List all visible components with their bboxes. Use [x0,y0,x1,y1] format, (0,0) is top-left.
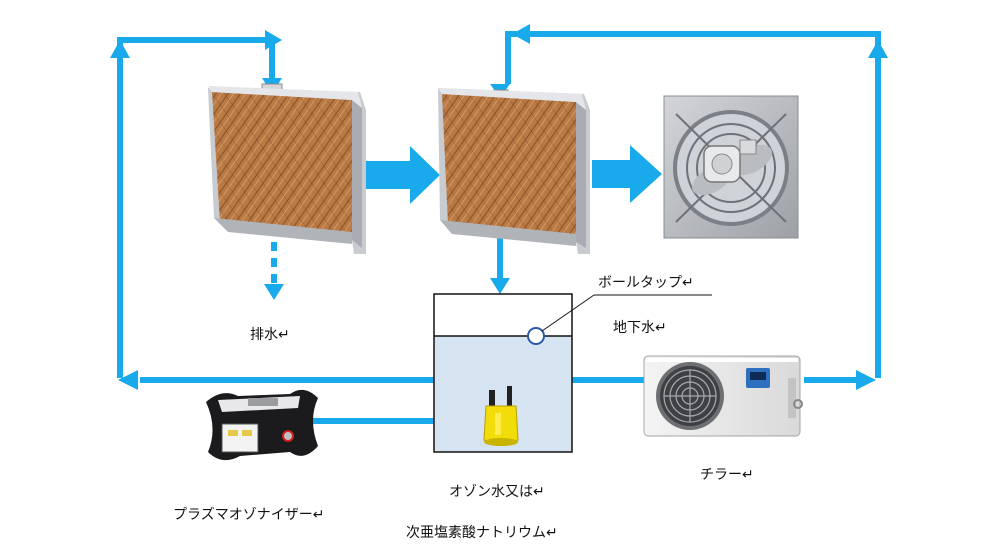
chiller-unit-icon [643,355,803,437]
airflow-arrows [366,145,662,204]
arrowhead-down-tank [490,278,510,294]
arrowhead-up-right [868,40,888,58]
airflow-arrow-2 [592,145,662,203]
ball-tap-float [527,327,545,345]
arrowhead-right-chiller [856,370,876,390]
arrowhead-top-left [265,30,282,50]
arrowhead-up-left [110,40,130,58]
cooling-pad-icon [208,83,366,254]
water-type-label-1: オゾン水又は↵ [449,484,545,500]
return-line-right [505,31,881,378]
drain-label: 排水↵ [250,327,290,343]
groundwater-label: 地下水↵ [613,320,667,336]
ozonizer-label: プラズマオゾナイザー↵ [173,507,325,523]
cooling-pad-icon [438,88,590,254]
arrowhead-top-right-left [512,24,530,44]
ozonizer-icon [206,389,318,461]
tank-outline [433,293,573,453]
arrowhead-left-bottom [118,370,138,390]
submersible-pump-icon [483,386,519,446]
ball-tap-leader [541,294,595,332]
ball-tap-label: ボールタップ↵ [598,275,694,291]
arrowhead-drain [264,284,284,300]
airflow-arrow-1 [366,146,440,204]
water-type-label-2: 次亜塩素酸ナトリウム↵ [406,525,558,541]
chiller-label: チラー↵ [700,467,754,483]
exhaust-fan-icon [663,95,799,239]
